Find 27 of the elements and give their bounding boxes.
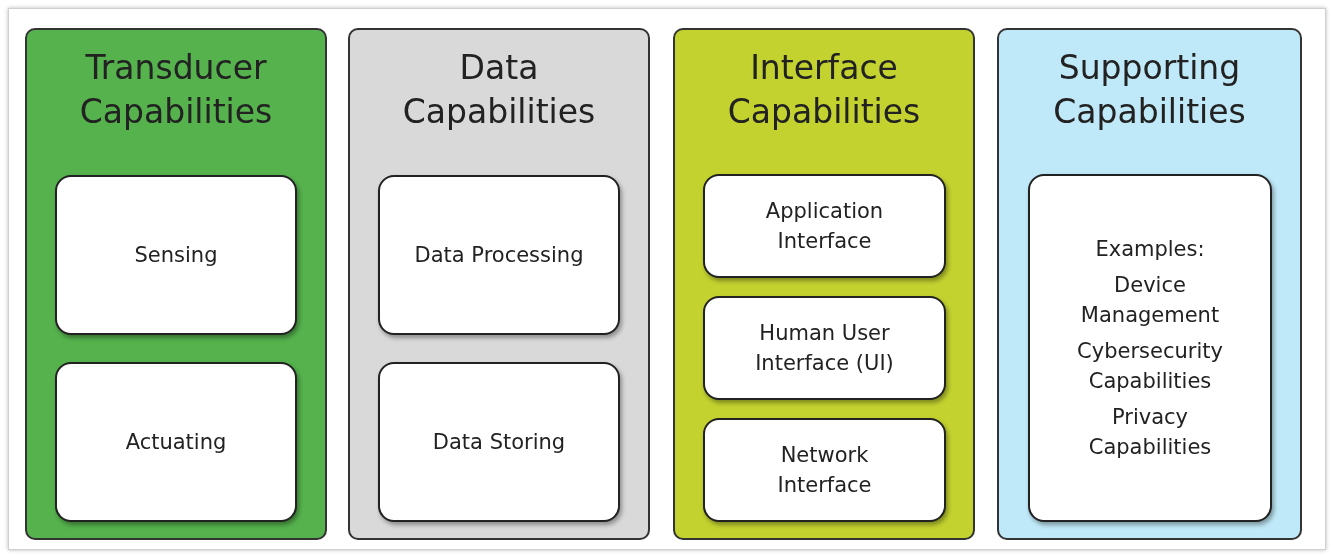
capability-box xyxy=(703,174,946,278)
capability-box xyxy=(378,175,620,335)
capability-label: Data Processing xyxy=(414,242,584,269)
capability-label: Actuating xyxy=(125,429,227,456)
capability-box xyxy=(703,418,946,522)
capability-label: Data Storing xyxy=(432,429,566,456)
panel-heading: Supporting Capabilities xyxy=(1052,47,1247,133)
capability-label: Network Interface xyxy=(776,442,873,499)
capability-label: Human User Interface (UI) xyxy=(754,320,895,377)
capability-box xyxy=(55,362,297,522)
capability-box xyxy=(55,175,297,335)
capability-box xyxy=(1028,174,1272,522)
capability-label: Privacy Capabilities xyxy=(1087,404,1213,461)
examples-heading: Examples: xyxy=(1095,236,1205,263)
capability-label: Cybersecurity Capabilities xyxy=(1076,338,1224,395)
panel-heading: Interface Capabilities xyxy=(726,47,922,133)
category-panel xyxy=(997,28,1302,540)
capability-label: Sensing xyxy=(134,242,218,269)
capability-box xyxy=(378,362,620,522)
category-panel xyxy=(348,28,650,540)
panel-heading: Transducer Capabilities xyxy=(78,47,274,133)
capability-label: Application Interface xyxy=(764,198,885,255)
panel-heading: Data Capabilities xyxy=(401,47,597,133)
capability-box xyxy=(703,296,946,400)
capability-label: Device Management xyxy=(1079,272,1221,329)
category-panel xyxy=(673,28,975,540)
category-panel xyxy=(25,28,327,540)
